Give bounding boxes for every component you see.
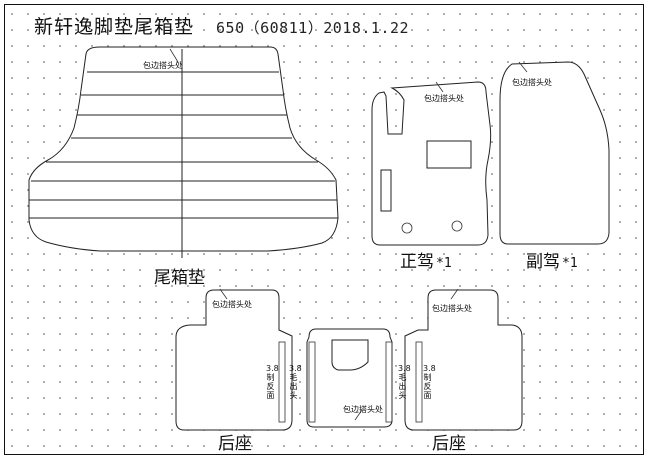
rear-left-note-arrow [219, 288, 228, 300]
driver-mat-label: 正驾*1 [400, 247, 452, 272]
rear-right-edge-strip [415, 341, 423, 423]
rear-right-mat-name: 后座 [432, 434, 466, 454]
rear-left-back-note: 3.8 制反面 [266, 364, 279, 400]
passenger-mat-outline [499, 61, 610, 245]
rear-left-mat-label: 后座 [218, 429, 252, 454]
driver-edge-note: 包边搭头处 [424, 94, 464, 103]
rear-right-mat-outline [404, 289, 523, 431]
passenger-mat-label: 副驾*1 [526, 247, 578, 272]
trunk-mat-outline [28, 46, 339, 252]
trunk-mat-label: 尾箱垫 [154, 263, 205, 288]
passenger-note-arrow [518, 61, 528, 73]
trunk-mat [28, 46, 339, 258]
rear-left-mat-name: 后座 [218, 434, 252, 454]
rear-middle-mat [306, 328, 393, 428]
driver-mat-qty: *1 [436, 256, 452, 271]
driver-clip-right [451, 220, 463, 232]
rear-middle-mat-outline [306, 328, 393, 428]
rear-left-pile-note: 3.8 毛出头 [289, 364, 302, 400]
rear-right-back-note: 3.8 制反面 [423, 364, 436, 400]
rear-middle-edge-right [385, 341, 393, 423]
driver-mat-outline [371, 81, 492, 246]
rear-right-note-arrow [450, 288, 459, 300]
trunk-note-arrow [169, 48, 179, 63]
driver-side-slot [380, 169, 392, 212]
passenger-mat [499, 61, 610, 245]
passenger-edge-note: 包边搭头处 [512, 78, 552, 87]
page-title: 新轩逸脚垫尾箱垫 650（60811）2018.1.22 [34, 12, 409, 39]
rear-left-edge-note: 包边搭头处 [212, 300, 252, 309]
sheet-border [4, 4, 644, 455]
rear-left-mat-outline [175, 289, 293, 431]
driver-clip-left [401, 222, 413, 234]
rear-left-mat [175, 288, 293, 431]
passenger-mat-qty: *1 [562, 256, 578, 271]
driver-mat-name: 正驾 [400, 252, 434, 272]
rear-middle-pile-note: 3.8 毛出头 [398, 364, 411, 400]
rear-right-mat-label: 后座 [432, 429, 466, 454]
trunk-mat-name: 尾箱垫 [154, 268, 205, 288]
rear-middle-note-arrow [354, 409, 363, 421]
passenger-mat-name: 副驾 [526, 252, 560, 272]
rear-middle-edge-left [308, 341, 316, 423]
title-code: 650（60811）2018.1.22 [216, 19, 410, 37]
driver-heel-pad [426, 140, 472, 169]
rear-right-edge-note: 包边搭头处 [432, 304, 472, 313]
driver-note-arrow [435, 81, 444, 93]
rear-right-mat [404, 288, 523, 431]
driver-mat [371, 81, 492, 246]
title-text: 新轩逸脚垫尾箱垫 [34, 16, 195, 38]
trunk-edge-note: 包边搭头处 [143, 61, 183, 70]
rear-middle-edge-note: 包边搭头处 [343, 405, 383, 414]
rear-middle-tunnel [331, 339, 369, 371]
rear-left-edge-strip [278, 341, 286, 423]
